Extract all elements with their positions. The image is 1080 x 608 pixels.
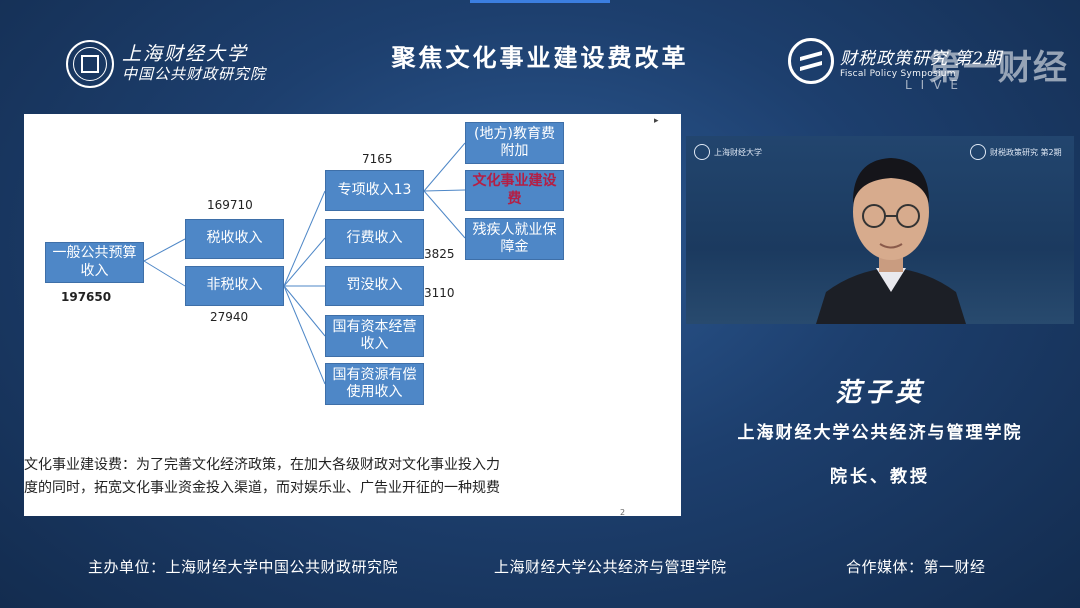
connector-nontax-fees — [283, 237, 326, 287]
connector-special-culture — [423, 189, 466, 192]
footer-media-partner: 合作媒体：第一财经 — [846, 558, 986, 576]
speaker-name: 范子英 — [834, 378, 925, 408]
symposium-english-name: Fiscal Policy Symposium — [840, 68, 956, 79]
speaker-person-icon — [816, 158, 966, 324]
logo-university-name: 上海财经大学 — [122, 43, 249, 66]
page-title: 聚焦文化事业建设费改革 — [391, 43, 689, 72]
value-nontax: 27940 — [210, 310, 249, 324]
node-culture-construction-fee: 文化事业建设费 — [465, 170, 564, 211]
value-fees: 3825 — [424, 247, 455, 261]
sufe-logo: 上海财经大学 中国公共财政研究院 — [66, 40, 266, 88]
value-general-budget: 197650 — [61, 290, 112, 304]
video-backdrop-logo-right: 财税政策研究 第2期 — [970, 144, 1062, 160]
live-label: LIVE — [905, 78, 968, 92]
node-fine-revenue: 罚没收入 — [325, 266, 424, 306]
presentation-slide: ▸ 一般公共预算收入 税收收入 非税收入 专项收入13 行费收入 罚没收入 国有… — [24, 114, 681, 516]
connector-root-nontax — [143, 260, 186, 287]
node-state-resource-revenue: 国有资源有偿使用收入 — [325, 363, 424, 405]
tree-connectors — [143, 142, 466, 385]
symposium-logo: 财税政策研究 第2期 Fiscal Policy Symposium — [788, 38, 1002, 84]
speaker-role: 院长、教授 — [830, 467, 930, 487]
video-backdrop-logo-left: 上海财经大学 — [694, 144, 762, 160]
speaker-institution: 上海财经大学公共经济与管理学院 — [737, 423, 1023, 443]
footer-co-host: 上海财经大学公共经济与管理学院 — [494, 558, 727, 576]
top-accent-bar — [470, 0, 610, 3]
footer-host: 主办单位：上海财经大学中国公共财政研究院 — [88, 558, 399, 576]
symposium-ring-icon — [788, 38, 834, 84]
connector-special-edu — [423, 142, 466, 192]
brand-watermark: 第一财经 — [928, 48, 1068, 88]
value-fines: 3110 — [424, 286, 455, 300]
logo-institute-name: 中国公共财政研究院 — [122, 65, 267, 84]
symposium-name: 财税政策研究 第2期 — [840, 48, 1003, 69]
node-education-surcharge: (地方)教育费附加 — [465, 122, 564, 164]
value-tax: 169710 — [207, 198, 253, 212]
node-disability-employment-fund: 残疾人就业保障金 — [465, 218, 564, 260]
slide-corner-mark: ▸ — [654, 116, 659, 126]
node-special-revenue: 专项收入13 — [325, 170, 424, 211]
slide-page-number: 2 — [620, 508, 626, 516]
connector-special-disabled — [423, 190, 466, 239]
university-seal-icon — [66, 40, 114, 88]
speaker-video-feed: 上海财经大学 财税政策研究 第2期 — [686, 136, 1074, 324]
node-nontax-revenue: 非税收入 — [185, 266, 284, 306]
connector-root-tax — [143, 238, 186, 262]
slide-description: 文化事业建设费：为了完善文化经济政策，在加大各级财政对文化事业投入力 度的同时，… — [24, 457, 500, 496]
node-state-capital-revenue: 国有资本经营收入 — [325, 315, 424, 357]
connector-nontax-resources — [283, 285, 326, 385]
node-fee-revenue: 行费收入 — [325, 219, 424, 259]
node-general-budget-revenue: 一般公共预算收入 — [45, 242, 144, 283]
value-special: 7165 — [362, 152, 393, 166]
node-tax-revenue: 税收收入 — [185, 219, 284, 259]
connector-nontax-special — [283, 190, 326, 287]
connector-nontax-capital — [283, 285, 326, 337]
